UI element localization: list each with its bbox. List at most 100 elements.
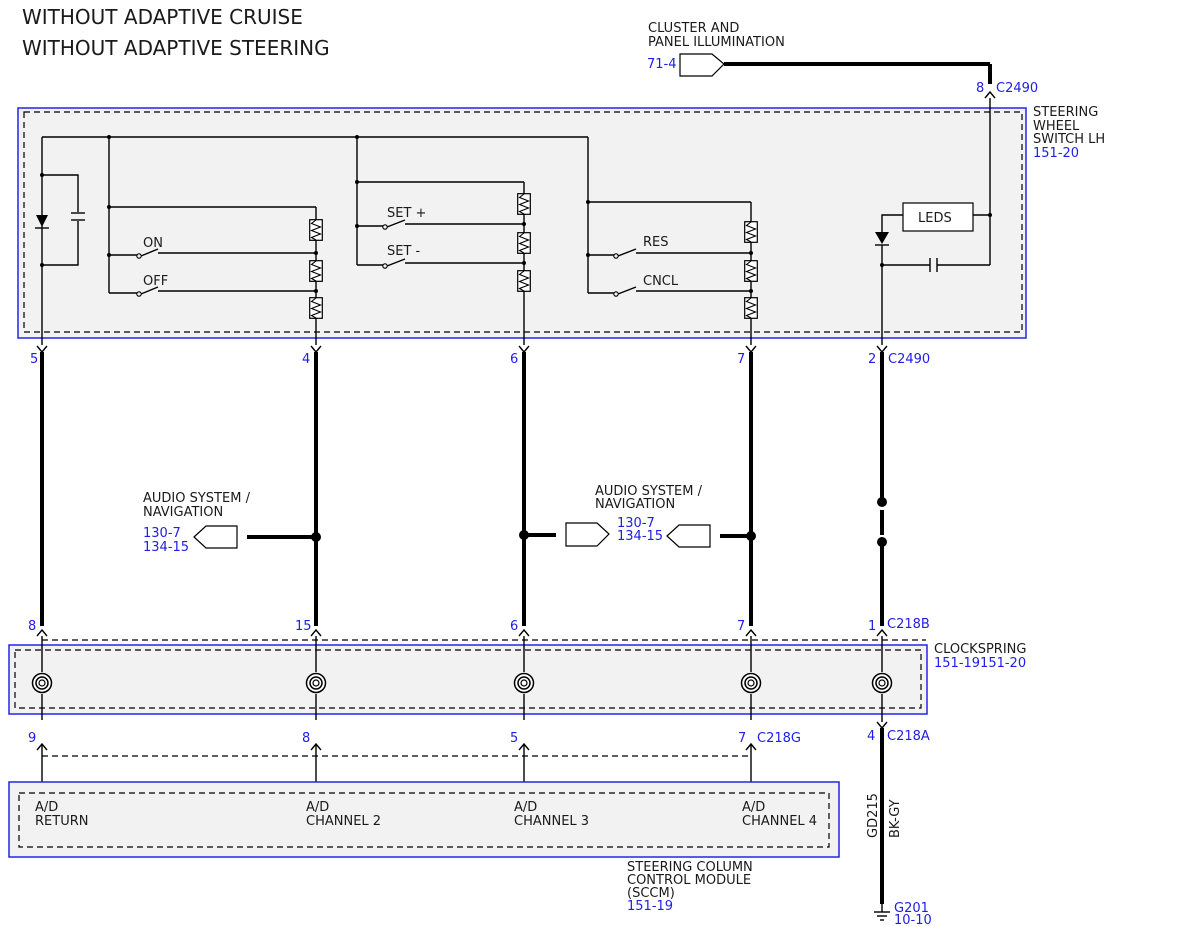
switch-on-icon: [140, 248, 159, 257]
c218a-pin-4: 4: [867, 729, 875, 744]
switch-title-2: WHEEL: [1033, 119, 1080, 134]
c218g-pin-8: 8: [302, 731, 310, 746]
c218b-pin-7: 7: [737, 619, 745, 634]
ground-circuit-label: GD215: [866, 793, 881, 838]
label-on: ON: [143, 236, 163, 251]
audio-right-title-2: NAVIGATION: [595, 497, 675, 512]
sccm-inner-border: [18, 792, 830, 848]
sccm-ad-ch3-1: A/D: [514, 800, 537, 815]
resistor-off: [309, 297, 323, 319]
c2490-top-name: C2490: [996, 81, 1038, 96]
label-off: OFF: [143, 274, 168, 289]
sccm-ad-return-1: A/D: [35, 800, 58, 815]
resistor-on-2: [309, 260, 323, 282]
switch-cncl-icon: [617, 286, 637, 295]
resistor-res-1: [744, 221, 758, 243]
sccm-ad-ch2-1: A/D: [306, 800, 329, 815]
c218g-pin-5: 5: [510, 731, 518, 746]
audio-left-ref-2[interactable]: 134-15: [143, 540, 189, 555]
sccm-ad-ch2-2: CHANNEL 2: [306, 814, 381, 829]
cluster-title-1: CLUSTER AND: [648, 21, 739, 36]
sccm-title-3: (SCCM): [627, 886, 675, 901]
c2490-pin-2: 2: [868, 352, 876, 367]
clockspring-coil-icon: [871, 672, 893, 694]
c218b-pin-8: 8: [28, 619, 36, 634]
sccm-title-1: STEERING COLUMN: [627, 860, 753, 875]
audio-left-ref-1[interactable]: 130-7: [143, 526, 181, 541]
label-res: RES: [643, 235, 669, 250]
audio-left-title-1: AUDIO SYSTEM /: [143, 491, 251, 506]
clockspring-coil-icon: [31, 672, 53, 694]
sccm-module: [8, 781, 840, 858]
c218b-pin-1: 1: [868, 619, 876, 634]
c2490-pin-6: 6: [510, 352, 518, 367]
sccm-title-2: CONTROL MODULE: [627, 873, 751, 888]
sccm-ad-return-2: RETURN: [35, 814, 88, 829]
resistor-res-2: [744, 260, 758, 282]
c2490-bottom-pins: [36, 345, 888, 354]
clockspring-coil-icon: [740, 672, 762, 694]
c218g-pin-7: 7: [738, 731, 746, 746]
c2490-pin-7: 7: [737, 352, 745, 367]
resistor-cncl: [744, 297, 758, 319]
resistor-set-1: [517, 193, 531, 215]
sccm-ref[interactable]: 151-19: [627, 899, 673, 914]
c218b-pin-15: 15: [295, 619, 312, 634]
switch-title-1: STEERING: [1033, 105, 1098, 120]
ground-name: G201: [894, 901, 929, 916]
label-set-minus: SET -: [387, 244, 421, 259]
audio-right-title-1: AUDIO SYSTEM /: [595, 484, 703, 499]
cluster-title-2: PANEL ILLUMINATION: [648, 35, 785, 50]
resistor-set-3: [517, 270, 531, 292]
audio-right-connector-arrow: [666, 524, 711, 548]
cluster-connector-arrow: [679, 53, 725, 77]
cluster-ref[interactable]: 71-4: [647, 57, 677, 72]
c2490-bottom-name: C2490: [888, 352, 930, 367]
clockspring-inner-border: [14, 649, 922, 709]
sccm-ad-ch4-1: A/D: [742, 800, 765, 815]
ground-icon: [874, 904, 890, 921]
resistor-set-2: [517, 232, 531, 254]
audio-mid-connector-arrow: [565, 522, 610, 547]
c218g-pin-9: 9: [28, 731, 36, 746]
ground-color-label: BK-GY: [888, 799, 903, 838]
resistor-on-1: [309, 219, 323, 241]
switch-ref[interactable]: 151-20: [1033, 146, 1079, 161]
leds-box: [902, 202, 974, 232]
header-line-1: WITHOUT ADAPTIVE CRUISE: [22, 5, 303, 29]
sccm-ad-ch4-2: CHANNEL 4: [742, 814, 817, 829]
ground-ref[interactable]: 10-10: [894, 913, 932, 927]
audio-right-ref-1[interactable]: 130-7: [617, 516, 655, 531]
c218a-pin-symbol: [876, 721, 888, 730]
clockspring-module: [8, 644, 928, 715]
switch-title-3: SWITCH LH: [1033, 132, 1105, 147]
c2490-top-pin: 8: [976, 81, 984, 96]
label-set-plus: SET +: [387, 206, 426, 221]
c218g-name: C218G: [757, 731, 801, 746]
c218g-pins: [36, 742, 757, 751]
c2490-pin-4: 4: [302, 352, 310, 367]
clockspring-ref[interactable]: 151-19151-20: [934, 656, 1026, 671]
switch-res-icon: [617, 248, 637, 257]
audio-right-ref-2[interactable]: 134-15: [617, 529, 663, 544]
c2490-pin-5: 5: [30, 352, 38, 367]
c218b-pins: [36, 628, 888, 637]
c218b-pin-6: 6: [510, 619, 518, 634]
diode-left-icon: [36, 215, 48, 227]
switch-off-icon: [140, 286, 159, 295]
switch-set-minus-icon: [386, 258, 406, 267]
switch-module-inner-border: [23, 111, 1023, 333]
audio-left-connector-arrow: [193, 525, 238, 549]
audio-left-title-2: NAVIGATION: [143, 505, 223, 520]
sccm-ad-ch3-2: CHANNEL 3: [514, 814, 589, 829]
c218b-name: C218B: [887, 617, 930, 632]
c218a-name: C218A: [887, 729, 930, 744]
label-leds: LEDS: [918, 211, 952, 226]
c2490-top-pin-symbol: [984, 90, 996, 99]
clockspring-coil-icon: [513, 672, 535, 694]
clockspring-coil-icon: [305, 672, 327, 694]
label-cncl: CNCL: [643, 274, 679, 289]
clockspring-title: CLOCKSPRING: [934, 642, 1026, 657]
steering-wheel-switch-module: [17, 107, 1027, 339]
